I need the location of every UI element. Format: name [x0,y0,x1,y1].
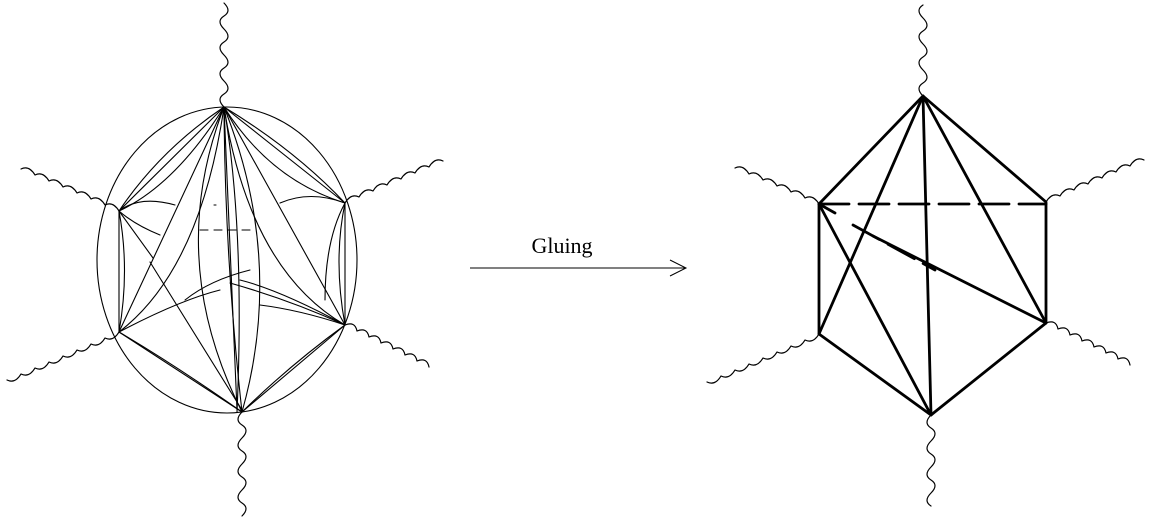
arrow-label: Gluing [531,233,592,258]
left-straight-edges [118,106,346,413]
left-curved-edges [118,106,346,413]
left-sphere-diagram [6,2,444,517]
polyhedron-edges [817,94,1048,417]
right-external-legs [706,4,1145,507]
gluing-arrow: Gluing [470,233,688,277]
sphere-boundary [96,106,358,414]
left-external-legs [6,2,444,517]
right-polyhedron-diagram [706,4,1145,507]
polyhedron-hidden-edges [817,202,1048,272]
